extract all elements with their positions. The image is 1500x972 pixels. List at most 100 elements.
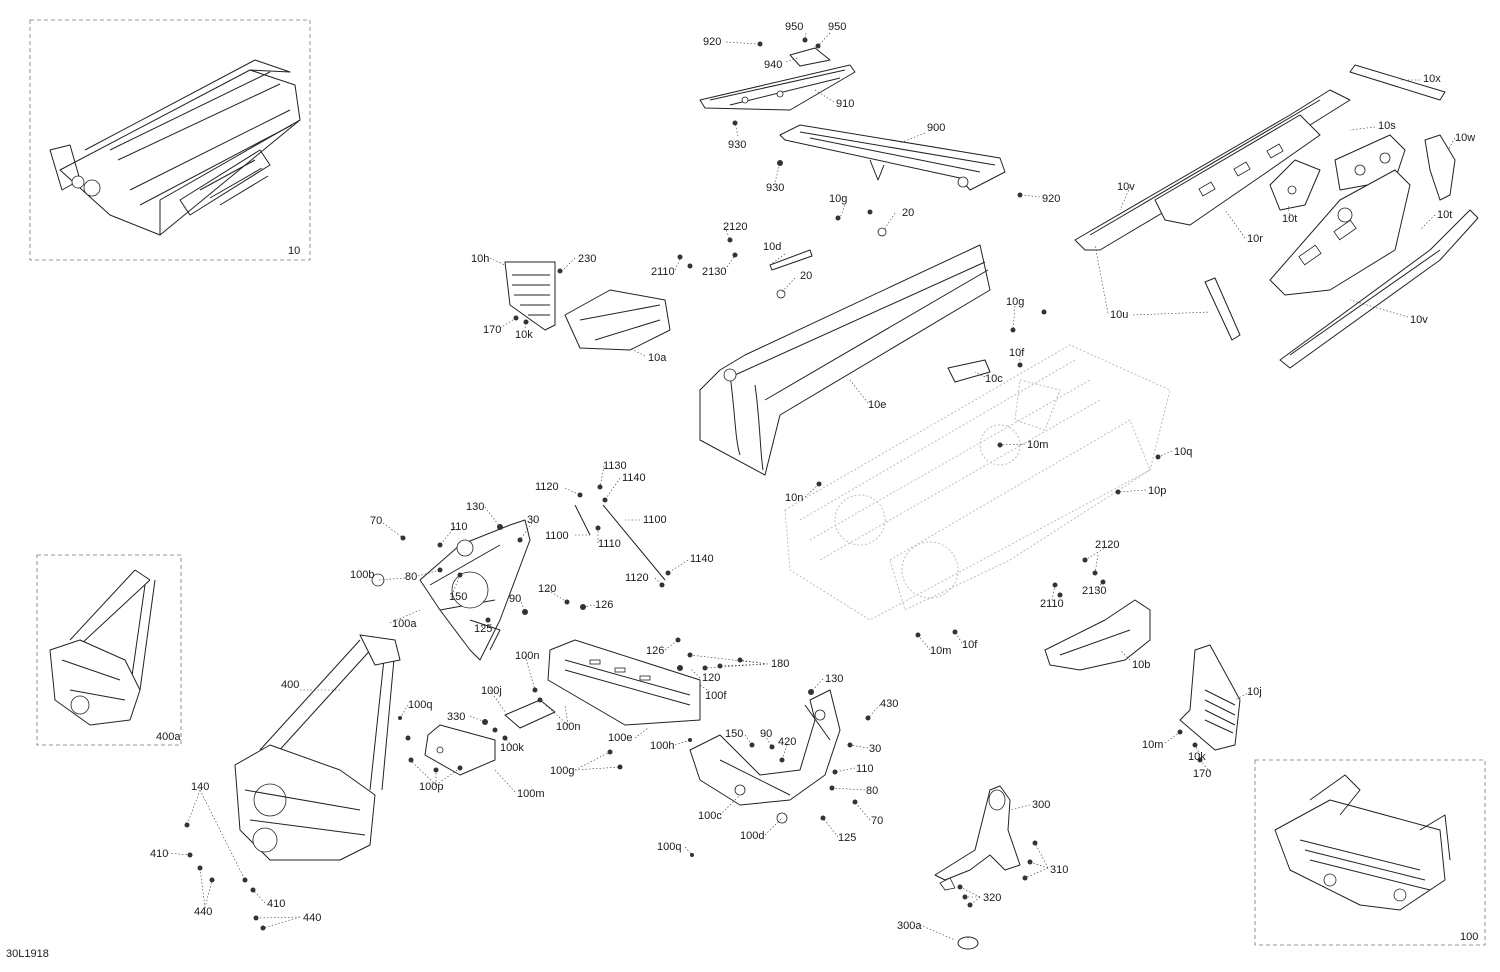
callout-126: 126 (646, 645, 664, 657)
part-400-front-frame (234, 634, 401, 861)
callout-10q: 10q (1174, 446, 1192, 458)
fasteners-100a (371, 524, 586, 623)
callout-10v: 10v (1117, 181, 1135, 193)
callout-100c: 100c (698, 810, 722, 822)
inset-frame-100: 100 (1254, 759, 1486, 946)
callout-1110: 1110 (598, 538, 621, 550)
callout-100n: 100n (515, 650, 539, 662)
callout-440: 440 (303, 912, 321, 924)
document-id: 30L1918 (6, 948, 49, 960)
callout-330: 330 (447, 711, 465, 723)
inset-label-100: 100 (1460, 931, 1478, 943)
callout-10t: 10t (1282, 213, 1297, 225)
ghost-tunnel-frame (784, 344, 1171, 621)
callout-10r: 10r (1247, 233, 1263, 245)
callout-10m: 10m (930, 645, 951, 657)
part-10x-bar (1349, 64, 1446, 101)
callout-100p: 100p (419, 781, 443, 793)
callout-950: 950 (785, 21, 803, 33)
callout-150: 150 (449, 591, 467, 603)
callout-10p: 10p (1148, 485, 1166, 497)
callout-100f: 100f (705, 690, 727, 702)
callout-920: 920 (703, 36, 721, 48)
part-100a-bulkhead (419, 519, 531, 661)
callout-10g: 10g (1006, 296, 1024, 308)
callout-1120: 1120 (625, 572, 649, 584)
callout-10n: 10n (785, 492, 803, 504)
callout-150: 150 (725, 728, 743, 740)
callout-900: 900 (927, 122, 945, 134)
callout-10f: 10f (1009, 347, 1025, 359)
callout-30: 30 (869, 743, 881, 755)
callout-20: 20 (800, 270, 812, 282)
assembled-chassis-thumbnail (49, 59, 301, 236)
part-100c-subframe (689, 689, 841, 806)
part-940-clip (789, 47, 831, 67)
callout-1120: 1120 (535, 481, 559, 493)
callout-2110: 2110 (1040, 598, 1064, 610)
part-100e-floor-panel (547, 639, 701, 726)
part-10a-tunnel-cover (564, 289, 671, 351)
callout-10w: 10w (1455, 132, 1475, 144)
inset-frame-400a: 400a (36, 554, 182, 746)
part-300-steering-support (934, 785, 1021, 950)
callout-10h: 10h (471, 253, 489, 265)
callout-90: 90 (760, 728, 772, 740)
callout-300a: 300a (897, 920, 922, 932)
callout-2110: 2110 (651, 266, 675, 278)
callout-80: 80 (405, 571, 417, 583)
callout-110: 110 (856, 763, 874, 775)
callout-120: 120 (702, 672, 720, 684)
callout-100d: 100d (740, 830, 764, 842)
callout-930: 930 (728, 139, 746, 151)
part-1100-links (574, 484, 671, 588)
callout-100e: 100e (608, 732, 632, 744)
callout-140: 140 (191, 781, 209, 793)
callout-90: 90 (509, 593, 521, 605)
inset-label-400a: 400a (156, 731, 181, 743)
callout-10k: 10k (1188, 751, 1206, 763)
callout-10e: 10e (868, 399, 886, 411)
callout-910: 910 (836, 98, 854, 110)
callout-1130: 1130 (603, 460, 627, 472)
part-910-bracket (699, 64, 856, 111)
front-frame-thumbnail (49, 569, 156, 726)
callout-100j: 100j (481, 685, 502, 697)
callout-70: 70 (871, 815, 883, 827)
front-subframe-thumbnail (1274, 774, 1451, 911)
callout-126: 126 (595, 599, 613, 611)
callout-400: 400 (281, 679, 299, 691)
callout-1100: 1100 (643, 514, 667, 526)
callout-10m: 10m (1027, 439, 1048, 451)
callout-430: 430 (880, 698, 898, 710)
callout-10c: 10c (985, 373, 1003, 385)
callout-100n: 100n (556, 721, 580, 733)
part-10h-grille (504, 261, 556, 331)
callout-100q: 100q (657, 841, 681, 853)
callout-410: 410 (150, 848, 168, 860)
callout-2120: 2120 (1095, 539, 1119, 551)
callout-10b: 10b (1132, 659, 1150, 671)
callout-930: 930 (766, 182, 784, 194)
callout-920: 920 (1042, 193, 1060, 205)
callout-100h: 100h (650, 740, 674, 752)
callout-1100: 1100 (545, 530, 569, 542)
part-10v-lower-rail (1279, 209, 1479, 369)
callout-10t: 10t (1437, 209, 1452, 221)
callout-10v: 10v (1410, 314, 1428, 326)
callout-125: 125 (474, 623, 492, 635)
callout-10k: 10k (515, 329, 533, 341)
part-10d-strap (769, 249, 813, 271)
callout-110: 110 (450, 521, 468, 533)
callout-310: 310 (1050, 864, 1068, 876)
part-10c-clip (947, 359, 991, 383)
callout-320: 320 (983, 892, 1001, 904)
callout-10u: 10u (1110, 309, 1128, 321)
callout-10s: 10s (1378, 120, 1396, 132)
callout-2130: 2130 (702, 266, 726, 278)
callout-10m: 10m (1142, 739, 1163, 751)
callout-10f: 10f (962, 639, 978, 651)
callout-410: 410 (267, 898, 285, 910)
callout-10g: 10g (829, 193, 847, 205)
callout-125: 125 (838, 832, 856, 844)
